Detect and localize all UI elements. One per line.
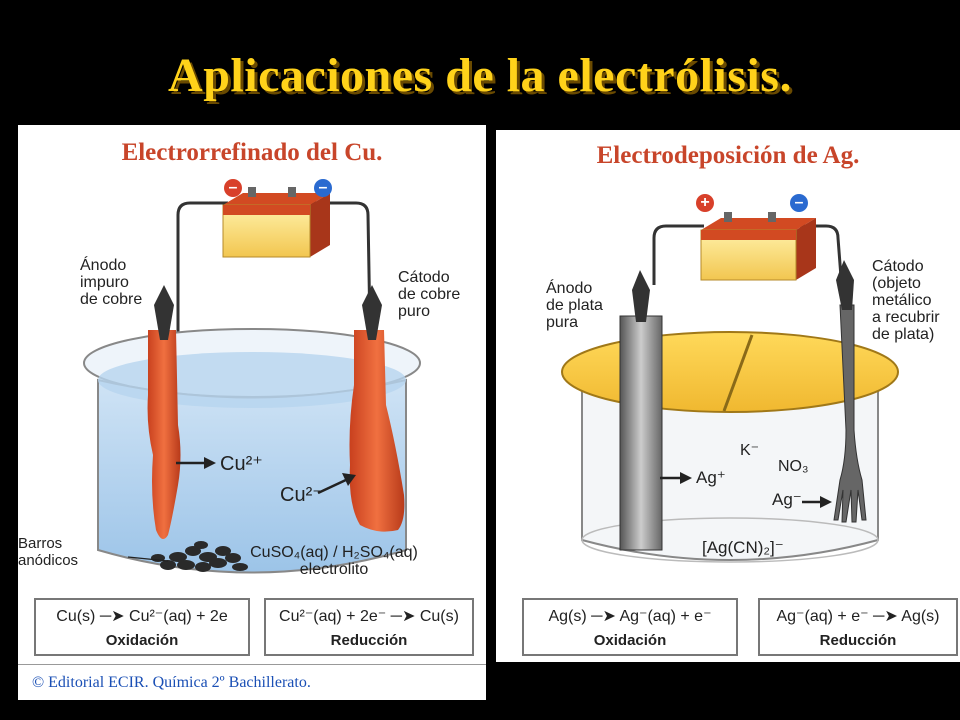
cu-ion-label-2: Cu²⁻ (280, 484, 323, 506)
oxidation-box: Ag(s) ─➤ Ag⁻(aq) + e⁻ Oxidación (522, 598, 738, 656)
electroplating-diagram (561, 212, 899, 563)
battery-negative-terminal: – (790, 194, 808, 212)
silver-ion-label-1: Ag⁺ (696, 468, 726, 487)
reduction-equation: Ag⁻(aq) + e⁻ ─➤ Ag(s) (776, 608, 940, 625)
silver-anode (619, 315, 663, 551)
beaker-bottom (581, 517, 879, 563)
ion-arrow-ag1 (660, 472, 692, 484)
credit-line: © Editorial ECIR. Química 2º Bachillerat… (18, 664, 486, 700)
fork-cathode (833, 304, 867, 523)
reduction-name: Reducción (819, 632, 897, 649)
anodic-sludge (151, 541, 248, 572)
oxidation-equation: Cu(s) ─➤ Cu²⁻(aq) + 2e (56, 608, 228, 625)
silver-complex-label: [Ag(CN)₂]⁻ (702, 538, 784, 557)
cu-ion-label-1: Cu²⁺ (220, 453, 263, 475)
electrolyte-label: CuSO₄(aq) / H₂SO₄(aq)electrolito (250, 544, 418, 578)
battery-positive-terminal: + (696, 194, 714, 212)
battery (700, 212, 816, 281)
battery-positive-terminal: – (314, 179, 332, 197)
electrorefining-diagram (83, 187, 421, 574)
battery (222, 187, 330, 258)
wire-left (176, 201, 228, 335)
pure-copper-cathode (349, 330, 405, 532)
ion-arrow-2 (317, 473, 356, 495)
reduction-box: Ag⁻(aq) + e⁻ ─➤ Ag(s) Reducción (758, 598, 958, 656)
wire-left (652, 224, 704, 285)
impure-copper-anode (147, 330, 181, 539)
slide-title: Aplicaciones de la electrólisis. (168, 49, 792, 102)
potassium-ion-label: K⁻ (740, 442, 760, 459)
reduction-equation: Cu²⁻(aq) + 2e⁻ ─➤ Cu(s) (279, 608, 459, 625)
oxidation-equation: Ag(s) ─➤ Ag⁻(aq) + e⁻ (548, 608, 712, 625)
oxidation-box: Cu(s) ─➤ Cu²⁻(aq) + 2e Oxidación (34, 598, 250, 656)
nitrate-ion-label: NO₃ (778, 458, 809, 475)
anode-clip (632, 270, 650, 322)
wire-right (308, 201, 372, 331)
sludge-pointer (127, 556, 169, 562)
electroplating-title: Electrodeposición de Ag. (596, 142, 860, 169)
cathode-clip (362, 285, 382, 340)
reduction-box: Cu²⁻(aq) + 2e⁻ ─➤ Cu(s) Reducción (264, 598, 474, 656)
wire-right (792, 224, 844, 291)
reduction-name: Reducción (330, 632, 408, 649)
battery-negative-terminal: – (224, 179, 242, 197)
ion-arrow-ag2 (802, 496, 832, 508)
anode-clip (154, 285, 174, 340)
oxidation-name: Oxidación (593, 632, 667, 649)
oxidation-name: Oxidación (105, 632, 179, 649)
cathode-clip (836, 260, 854, 310)
silver-ion-label-2: Ag⁻ (772, 490, 802, 509)
electrorefining-title: Electrorrefinado del Cu. (121, 139, 383, 166)
ion-arrow-1 (176, 457, 216, 469)
